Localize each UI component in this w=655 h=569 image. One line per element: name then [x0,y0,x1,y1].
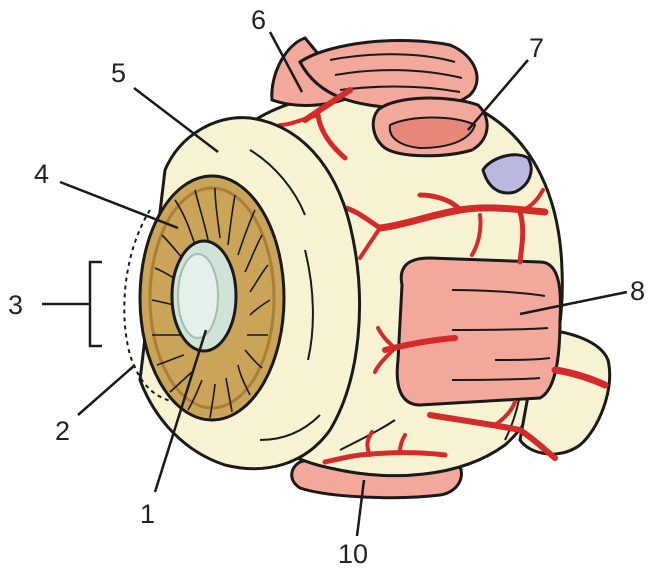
label-8: 8 [630,276,645,306]
label-7: 7 [529,33,544,63]
label-4: 4 [34,159,49,189]
leader-5 [134,88,218,152]
label-3: 3 [8,290,23,320]
label-5: 5 [111,58,126,88]
bracket-3 [42,262,102,346]
label-10: 10 [338,539,368,569]
label-6: 6 [251,5,266,35]
lateral-rectus-muscle [397,258,560,405]
label-1: 1 [140,499,155,529]
label-2: 2 [55,416,70,446]
leader-2 [78,365,135,415]
